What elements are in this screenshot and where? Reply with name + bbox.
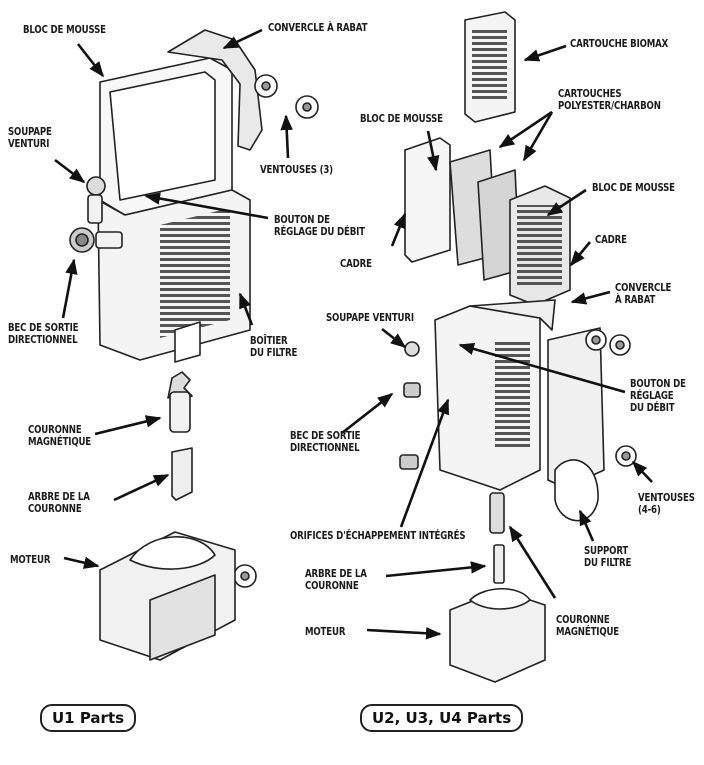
- label-cartouche-biomax: CARTOUCHE BIOMAX: [570, 38, 669, 50]
- label-orifices-echappement: ORIFICES D'ÉCHAPPEMENT INTÉGRÉS: [290, 530, 466, 542]
- label-ventouses-u2: VENTOUSES (4-6): [638, 492, 695, 516]
- label-couronne-magnetique-u2: COURONNE MAGNÉTIQUE: [556, 614, 620, 638]
- label-cadre-u2-right: CADRE: [595, 234, 627, 246]
- badge-u2-u3-u4-parts: U2, U3, U4 Parts: [360, 704, 524, 732]
- label-ventouses-u1: VENTOUSES (3): [260, 164, 333, 176]
- label-arbre-couronne-u1: ARBRE DE LA COURONNE: [28, 491, 90, 515]
- label-moteur-u1: MOTEUR: [10, 554, 51, 566]
- label-arbre-couronne-u2: ARBRE DE LA COURONNE: [305, 568, 367, 592]
- label-soupape-venturi-u1: SOUPAPE VENTURI: [8, 126, 52, 150]
- label-bec-de-sortie-u2: BEC DE SORTIE DIRECTIONNEL: [290, 430, 361, 454]
- label-bec-de-sortie-u1: BEC DE SORTIE DIRECTIONNEL: [8, 322, 79, 346]
- label-bouton-reglage-u2: BOUTON DE RÉGLAGE DU DÉBIT: [630, 378, 686, 414]
- label-bouton-reglage-u1: BOUTON DE RÉGLAGE DU DÉBIT: [274, 214, 365, 238]
- label-couronne-magnetique-u1: COURONNE MAGNÉTIQUE: [28, 424, 92, 448]
- label-cadre-u2-left: CADRE: [340, 258, 372, 270]
- label-moteur-u2: MOTEUR: [305, 626, 346, 638]
- label-bloc-de-mousse-u2-right: BLOC DE MOUSSE: [592, 182, 675, 194]
- label-support-du-filtre: SUPPORT DU FILTRE: [584, 545, 632, 569]
- badge-u1-parts: U1 Parts: [40, 704, 137, 732]
- label-bloc-de-mousse-u2-left: BLOC DE MOUSSE: [360, 113, 443, 125]
- label-cartouches-polyester-charbon: CARTOUCHES POLYESTER/CHARBON: [558, 88, 661, 112]
- label-couvercle-u2: CONVERCLE À RABAT: [615, 282, 672, 306]
- u1-filter-body: [69, 29, 319, 661]
- label-couvercle-u1: CONVERCLE À RABAT: [268, 22, 368, 34]
- label-boitier-du-filtre-u1: BOÎTIER DU FILTRE: [250, 335, 298, 359]
- label-bloc-de-mousse-u1: BLOC DE MOUSSE: [23, 24, 106, 36]
- label-soupape-venturi-u2: SOUPAPE VENTURI: [326, 312, 414, 324]
